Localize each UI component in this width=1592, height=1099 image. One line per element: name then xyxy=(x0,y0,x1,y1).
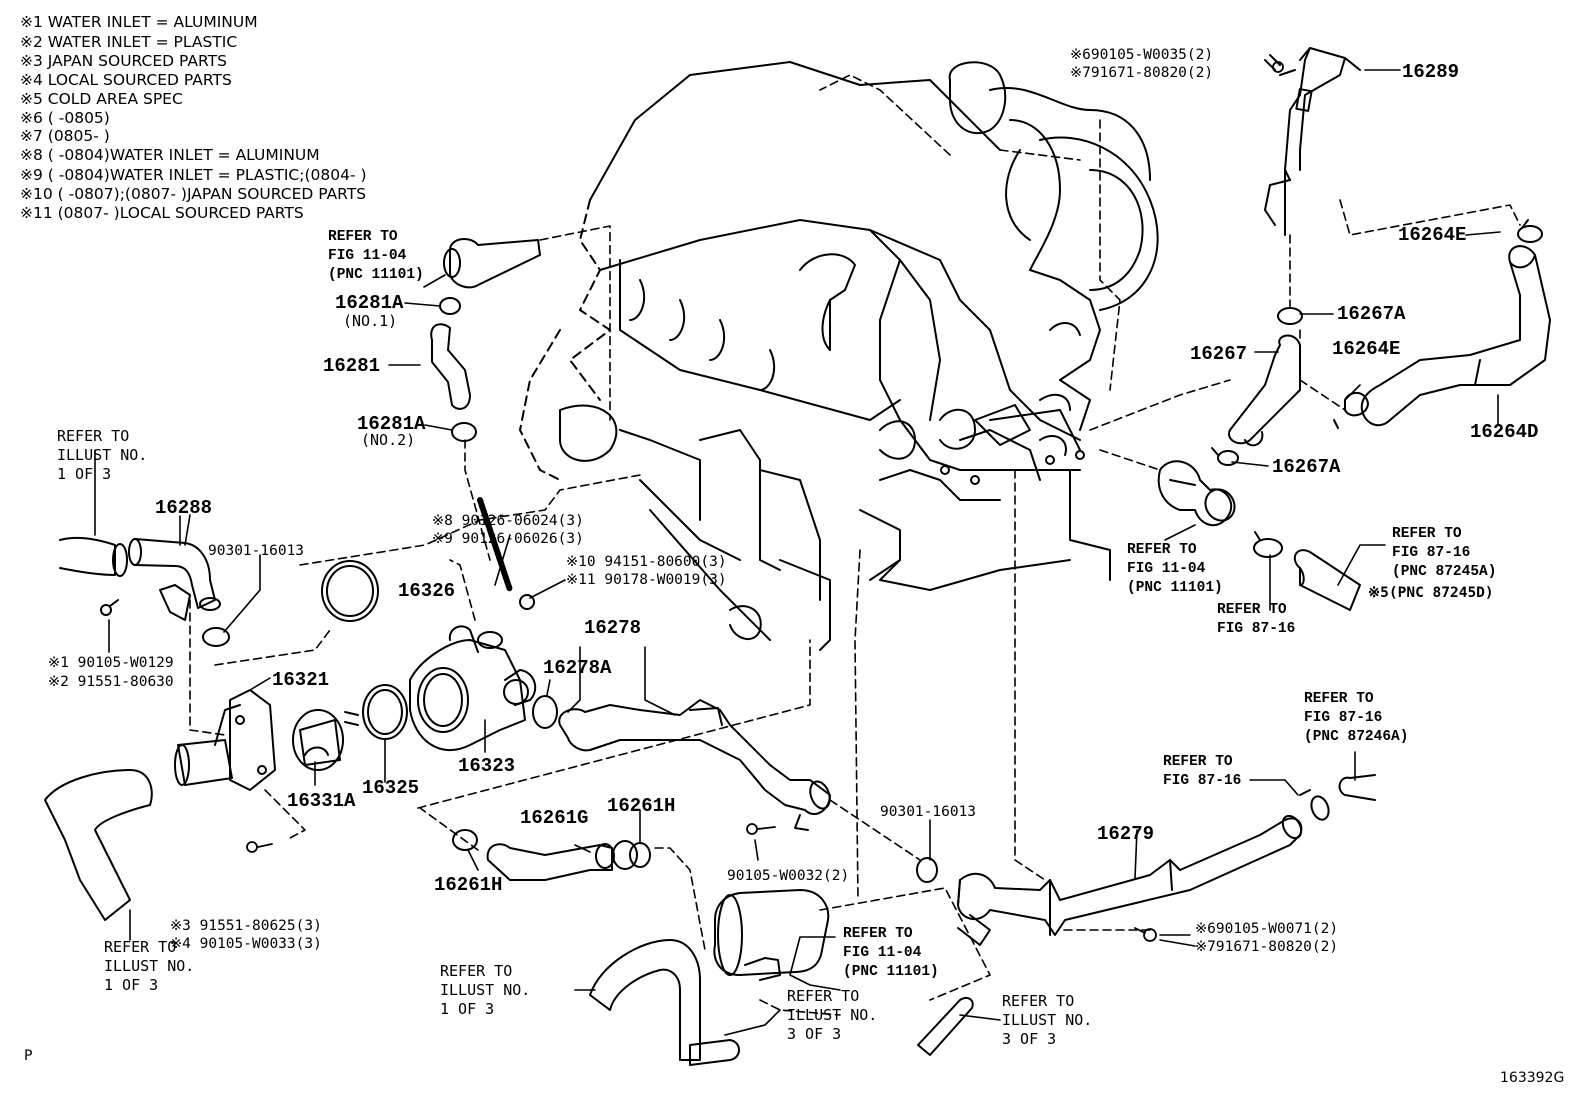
note-8: ※8 ( -0804)WATER INLET = ALUMINUM xyxy=(20,146,320,164)
label-16267A-bottom: 16267A xyxy=(1272,456,1341,478)
figure-code: 163392G xyxy=(1500,1070,1565,1086)
label-16261H-top: 16261H xyxy=(607,795,676,817)
label-16267A-top: 16267A xyxy=(1337,303,1406,325)
bolts xyxy=(246,61,1284,942)
refer-fig87-16-b: REFER TO FIG 87-16 (PNC 87245A) xyxy=(1392,526,1497,580)
solid-leaders xyxy=(94,69,1501,1036)
pn-90301-16013-left: 90301-16013 xyxy=(208,543,305,559)
bypass-pipe xyxy=(713,889,830,981)
note-4: ※4 LOCAL SOURCED PARTS xyxy=(20,71,232,89)
pn-90105-W0071: ※690105-W0071(2) xyxy=(1195,921,1339,937)
pipe-16279 xyxy=(916,814,1303,946)
note-3: ※3 JAPAN SOURCED PARTS xyxy=(20,52,227,70)
pn-90105-W0035: ※690105-W0035(2) xyxy=(1070,47,1214,63)
refer-fig87-16-d: REFER TO FIG 87-16 xyxy=(1163,754,1242,789)
pipe-16288 xyxy=(59,536,230,647)
refer-fig11-04-right: REFER TO FIG 11-04 (PNC 11101) xyxy=(1127,542,1223,596)
label-16278A: 16278A xyxy=(543,657,612,679)
label-16264D: 16264D xyxy=(1470,421,1539,443)
label-16321: 16321 xyxy=(272,669,330,691)
refer-fig87-16-a: REFER TO FIG 87-16 xyxy=(1217,602,1296,637)
note-7: ※7 (0805- ) xyxy=(20,127,110,145)
thermostat-16331A xyxy=(292,709,359,771)
gaskets xyxy=(321,560,558,740)
label-16261G: 16261G xyxy=(520,807,589,829)
label-16281A-2-sub: (NO.2) xyxy=(361,431,416,449)
hose-87246 xyxy=(1299,774,1376,821)
label-16264E-top: 16264E xyxy=(1398,224,1467,246)
pn-94151-80600: ※10 94151-80600(3) xyxy=(566,554,727,570)
label-16281A-1-sub: (NO.1) xyxy=(343,312,398,330)
label-16288: 16288 xyxy=(155,497,213,519)
footer-left-mark: P xyxy=(24,1048,33,1064)
note-5: ※5 COLD AREA SPEC xyxy=(20,90,183,108)
pn-91671-80820-top: ※791671-80820(2) xyxy=(1070,65,1214,81)
label-16325: 16325 xyxy=(362,777,420,799)
label-16281: 16281 xyxy=(323,355,381,377)
label-16261H-bottom: 16261H xyxy=(434,874,503,896)
label-16281A-1: 16281A xyxy=(335,292,404,314)
refer-fig11-04-top: REFER TO FIG 11-04 (PNC 11101) xyxy=(328,229,424,283)
pn-90105-W0032: 90105-W0032(2) xyxy=(727,868,850,884)
label-16326: 16326 xyxy=(398,580,456,602)
label-16278: 16278 xyxy=(584,617,642,639)
hose-87245 xyxy=(1253,531,1361,611)
refer-illust-bottom-mid: REFER TO ILLUST NO. 1 OF 3 xyxy=(440,962,531,1018)
note-1: ※1 WATER INLET = ALUMINUM xyxy=(20,13,258,31)
refer-illust-left: REFER TO ILLUST NO. 1 OF 3 xyxy=(57,427,148,483)
label-16331A: 16331A xyxy=(287,790,356,812)
hose-16278 xyxy=(558,699,831,831)
refer-illust-bottom-left: REFER TO ILLUST NO. 1 OF 3 xyxy=(104,938,195,994)
note-10: ※10 ( -0807);(0807- )JAPAN SOURCED PARTS xyxy=(20,185,367,203)
thermostat-housing-16323 xyxy=(409,497,537,751)
pipe-16289 xyxy=(1264,47,1361,236)
pn-91551-80630: ※2 91551-80630 xyxy=(48,674,174,690)
pn-91671-80820-bottom: ※791671-80820(2) xyxy=(1195,939,1339,955)
refer-fig11-04-bottom: REFER TO FIG 11-04 (PNC 11101) xyxy=(843,926,939,980)
refer-fig87-16-c: REFER TO FIG 87-16 (PNC 87246A) xyxy=(1304,691,1409,745)
pn-90105-W0033: ※4 90105-W0033(3) xyxy=(170,936,322,952)
water-inlet-16321 xyxy=(44,689,276,921)
label-16289: 16289 xyxy=(1402,61,1460,83)
note-9: ※9 ( -0804)WATER INLET = PLASTIC;(0804- … xyxy=(20,166,367,184)
note-11: ※11 (0807- )LOCAL SOURCED PARTS xyxy=(20,204,304,222)
refer-illust-3-of-3-b: REFER TO ILLUST NO. 3 OF 3 xyxy=(1002,992,1093,1048)
note-6: ※6 ( -0805) xyxy=(20,109,110,127)
pn-90178-W0019: ※11 90178-W0019(3) xyxy=(566,572,727,588)
turbo-assembly xyxy=(948,61,1159,431)
refer-illust-3-of-3-a: REFER TO ILLUST NO. 3 OF 3 xyxy=(787,987,878,1043)
note-2: ※2 WATER INLET = PLASTIC xyxy=(20,33,238,51)
pn-91551-80625: ※3 91551-80625(3) xyxy=(170,918,322,934)
label-16279: 16279 xyxy=(1097,823,1155,845)
dashed-leaders xyxy=(189,74,1521,1016)
bottom-hoses xyxy=(589,939,974,1066)
water-outlet-fitting xyxy=(1157,460,1236,527)
pn-90126-06026: ※9 90126-06026(3) xyxy=(432,531,584,547)
label-16264E-mid: 16264E xyxy=(1332,338,1401,360)
pn-90105-W0129: ※1 90105-W0129 xyxy=(48,655,174,671)
label-16323: 16323 xyxy=(458,755,516,777)
refer-pnc-87245D: ※5(PNC 87245D) xyxy=(1368,585,1494,601)
hose-16261G xyxy=(452,829,651,881)
label-16267: 16267 xyxy=(1190,343,1248,365)
label-16281A-2: 16281A xyxy=(357,413,426,435)
engine-block xyxy=(519,61,1111,651)
pn-90126-06024: ※8 90126-06024(3) xyxy=(432,513,584,529)
pn-90301-16013-right: 90301-16013 xyxy=(880,804,977,820)
